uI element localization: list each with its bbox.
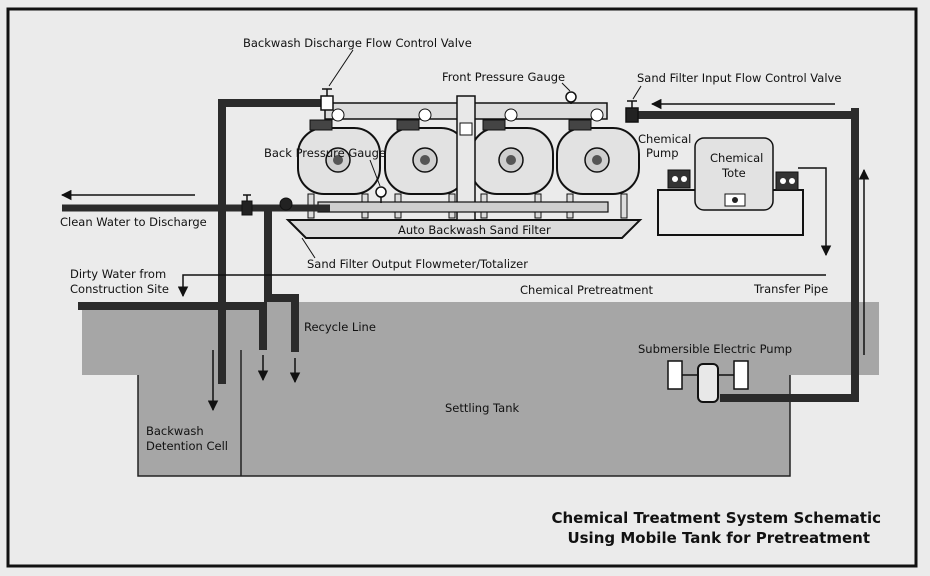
diagram-title-line-1: Chemical Treatment System Schematic xyxy=(551,509,881,527)
front-gauge-leader xyxy=(561,82,571,92)
chemical-pump-label-2: Pump xyxy=(646,146,679,160)
settling-tank-label: Settling Tank xyxy=(445,401,519,415)
chemical-tote-icon xyxy=(694,137,774,211)
chemical-pump-label-1: Chemical xyxy=(638,132,691,146)
submersible-pump-icon xyxy=(667,360,749,403)
header-fitting-4 xyxy=(590,108,604,122)
settling-tank-body xyxy=(138,302,790,476)
input-valve-label: Sand Filter Input Flow Control Valve xyxy=(637,71,841,85)
back-gauge-label: Back Pressure Gauge xyxy=(264,146,386,160)
header-fitting-2 xyxy=(418,108,432,122)
submersible-pump-label: Submersible Electric Pump xyxy=(638,342,792,356)
chemical-pretreatment-label: Chemical Pretreatment xyxy=(520,283,653,297)
tote-pump-icon xyxy=(775,171,799,191)
backwash-cell-label-2: Detention Cell xyxy=(146,439,228,453)
filter-collector-pipe xyxy=(317,201,609,213)
leader-lines xyxy=(301,49,642,259)
central-manifold xyxy=(456,95,476,221)
filter-skid-tray xyxy=(285,219,643,239)
flow-arrows xyxy=(60,98,870,412)
chemical-pump-icon xyxy=(667,169,691,189)
flowmeter-label: Sand Filter Output Flowmeter/Totalizer xyxy=(307,257,528,271)
backwash-valve-label: Backwash Discharge Flow Control Valve xyxy=(243,36,472,50)
diagram-title-line-2: Using Mobile Tank for Pretreatment xyxy=(567,529,870,547)
chemical-tote-label-2: Tote xyxy=(721,166,746,180)
recycle-line-label: Recycle Line xyxy=(304,320,376,334)
dirty-water-label-1: Dirty Water from xyxy=(70,267,166,281)
backwash-control-valve xyxy=(320,88,334,111)
header-fitting-3 xyxy=(504,108,518,122)
backwash-discharge-pipe xyxy=(218,99,330,384)
header-fitting-1 xyxy=(331,108,345,122)
dirty-water-pipe xyxy=(78,302,267,350)
front-pressure-gauge-icon xyxy=(565,91,577,104)
clean-water-valve xyxy=(241,194,253,216)
back-gauge-leader xyxy=(369,159,381,187)
flowmeter-icon xyxy=(279,197,293,211)
chemical-feed-line xyxy=(798,167,832,257)
clean-water-label: Clean Water to Discharge xyxy=(60,215,207,229)
input-valve-leader xyxy=(632,85,642,100)
chemical-pretreatment-arrow xyxy=(177,274,826,298)
recycle-line-pipe xyxy=(264,208,299,352)
chemical-tote-label-1: Chemical xyxy=(710,151,763,165)
tote-outlet-valve xyxy=(732,197,738,203)
flowmeter-leader xyxy=(301,237,316,259)
backwash-cell-label-1: Backwash xyxy=(146,424,204,438)
backwash-valve-leader xyxy=(328,49,354,87)
dirty-water-label-2: Construction Site xyxy=(70,282,169,296)
manifold-box xyxy=(459,122,473,136)
sand-filter-label: Auto Backwash Sand Filter xyxy=(398,223,551,237)
front-gauge-label: Front Pressure Gauge xyxy=(442,70,565,84)
transfer-pipe-main xyxy=(720,108,859,402)
filter-vessel-2 xyxy=(384,119,468,219)
settling-tank-outline xyxy=(137,375,791,477)
transfer-pipe-label: Transfer Pipe xyxy=(753,282,828,296)
back-pressure-gauge-icon xyxy=(375,186,387,203)
input-control-valve xyxy=(625,100,639,123)
